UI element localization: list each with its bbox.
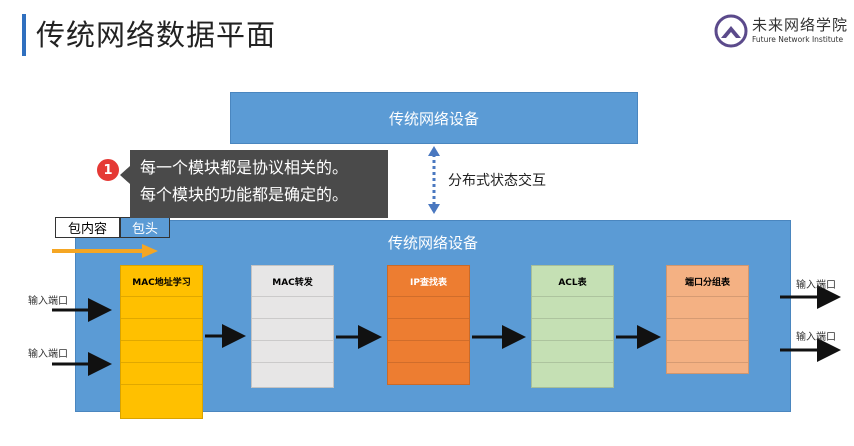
packet-content-box: 包内容 <box>55 217 120 238</box>
packet-direction-arrow <box>52 244 158 258</box>
module-port-group: 端口分组表 <box>666 265 749 374</box>
output-port-label: 输入端口 <box>796 332 836 343</box>
module-label: ACL表 <box>558 277 587 288</box>
module-ip-lookup: IP查找表 <box>387 265 470 385</box>
table-row <box>667 340 748 362</box>
annotation-callout: 每一个模块都是协议相关的。 每个模块的功能都是确定的。 <box>130 150 388 218</box>
page-title: 传统网络数据平面 <box>36 18 277 52</box>
institute-subtitle: Future Network Institute <box>752 35 844 44</box>
input-port-label: 输入端口 <box>28 296 68 307</box>
annotation-badge[interactable]: 1 <box>96 158 120 182</box>
module-mac-learning: MAC地址学习 <box>120 265 203 419</box>
table-row <box>121 384 202 418</box>
table-row <box>532 362 613 387</box>
packet-content-label: 包内容 <box>67 222 107 237</box>
table-row <box>121 296 202 318</box>
table-row <box>121 362 202 384</box>
top-device-label: 传统网络设备 <box>388 109 479 128</box>
table-row <box>388 340 469 362</box>
packet-header-box: 包头 <box>120 217 170 238</box>
module-label: MAC转发 <box>272 277 313 288</box>
table-row <box>667 318 748 340</box>
module-label: MAC地址学习 <box>132 277 191 288</box>
table-row <box>532 318 613 340</box>
table-row <box>252 318 333 340</box>
module-label: 端口分组表 <box>684 277 730 288</box>
output-port-label: 输入端口 <box>796 280 836 291</box>
table-row <box>388 318 469 340</box>
module-acl: ACL表 <box>531 265 614 388</box>
state-interaction-label: 分布式状态交互 <box>448 173 546 189</box>
callout-tail <box>120 166 130 184</box>
input-port-label: 输入端口 <box>28 349 68 360</box>
title-accent-bar <box>22 14 26 56</box>
state-interaction-arrow <box>428 146 440 214</box>
table-row <box>121 318 202 340</box>
table-row <box>252 340 333 362</box>
table-row <box>532 340 613 362</box>
table-row <box>121 340 202 362</box>
table-row <box>667 296 748 318</box>
callout-line-2: 每个模块的功能都是确定的。 <box>140 185 349 204</box>
module-mac-forwarding: MAC转发 <box>251 265 334 388</box>
packet-header-label: 包头 <box>131 222 158 237</box>
table-row <box>532 296 613 318</box>
institute-name: 未来网络学院 <box>752 16 849 34</box>
table-row <box>667 362 748 373</box>
table-row <box>388 296 469 318</box>
module-label: IP查找表 <box>410 277 447 288</box>
table-row <box>252 296 333 318</box>
table-row <box>388 362 469 384</box>
table-row <box>252 362 333 387</box>
main-device-label: 传统网络设备 <box>387 234 478 252</box>
institute-logo-icon <box>714 14 748 48</box>
callout-line-1: 每一个模块都是协议相关的。 <box>140 158 349 177</box>
top-network-device: 传统网络设备 <box>230 92 638 144</box>
